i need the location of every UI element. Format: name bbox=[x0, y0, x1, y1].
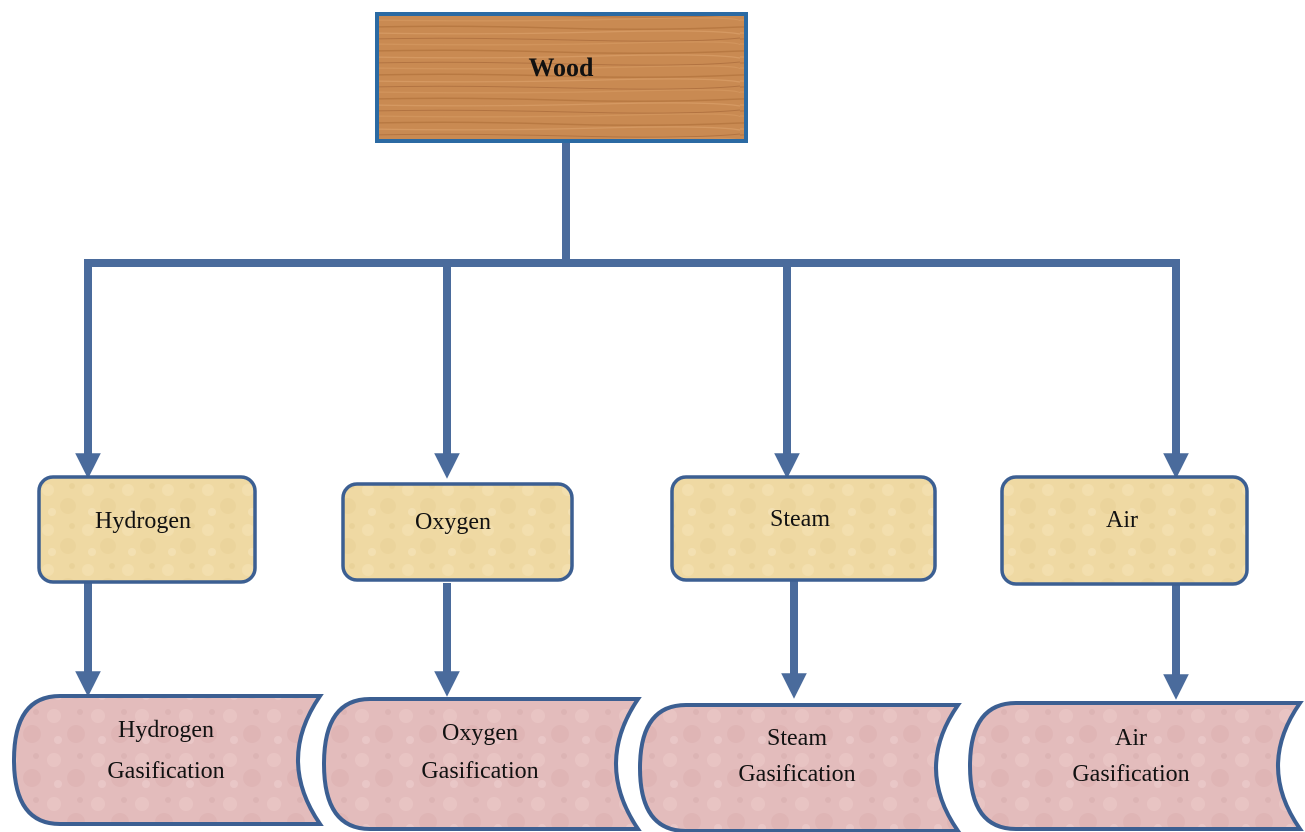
output-line1-air: Air bbox=[1115, 725, 1147, 751]
agent-node-oxygen: Oxygen bbox=[341, 482, 574, 582]
output-line1-hydrogen: Hydrogen bbox=[118, 717, 214, 743]
output-node-oxygen: Oxygen Gasification bbox=[321, 697, 642, 831]
agent-label-steam: Steam bbox=[770, 506, 830, 532]
agent-node-hydrogen: Hydrogen bbox=[37, 475, 257, 584]
agent-label-hydrogen: Hydrogen bbox=[95, 508, 191, 534]
output-line1-steam: Steam bbox=[767, 725, 827, 751]
connectors bbox=[75, 143, 1189, 700]
output-node-steam: Steam Gasification bbox=[637, 703, 962, 832]
wood-label: Wood bbox=[528, 53, 594, 82]
agent-label-air: Air bbox=[1106, 507, 1138, 533]
agent-node-air: Air bbox=[1000, 475, 1249, 586]
output-line1-oxygen: Oxygen bbox=[442, 720, 518, 746]
output-line2-oxygen: Gasification bbox=[421, 758, 538, 784]
output-node-hydrogen: Hydrogen Gasification bbox=[11, 694, 324, 826]
agent-label-oxygen: Oxygen bbox=[415, 509, 491, 535]
wood-node: Wood bbox=[375, 12, 748, 143]
output-line2-hydrogen: Gasification bbox=[107, 758, 224, 784]
output-line2-air: Gasification bbox=[1072, 761, 1189, 787]
output-node-air: Air Gasification bbox=[967, 701, 1304, 831]
agent-node-steam: Steam bbox=[670, 475, 937, 582]
output-line2-steam: Gasification bbox=[738, 761, 855, 787]
